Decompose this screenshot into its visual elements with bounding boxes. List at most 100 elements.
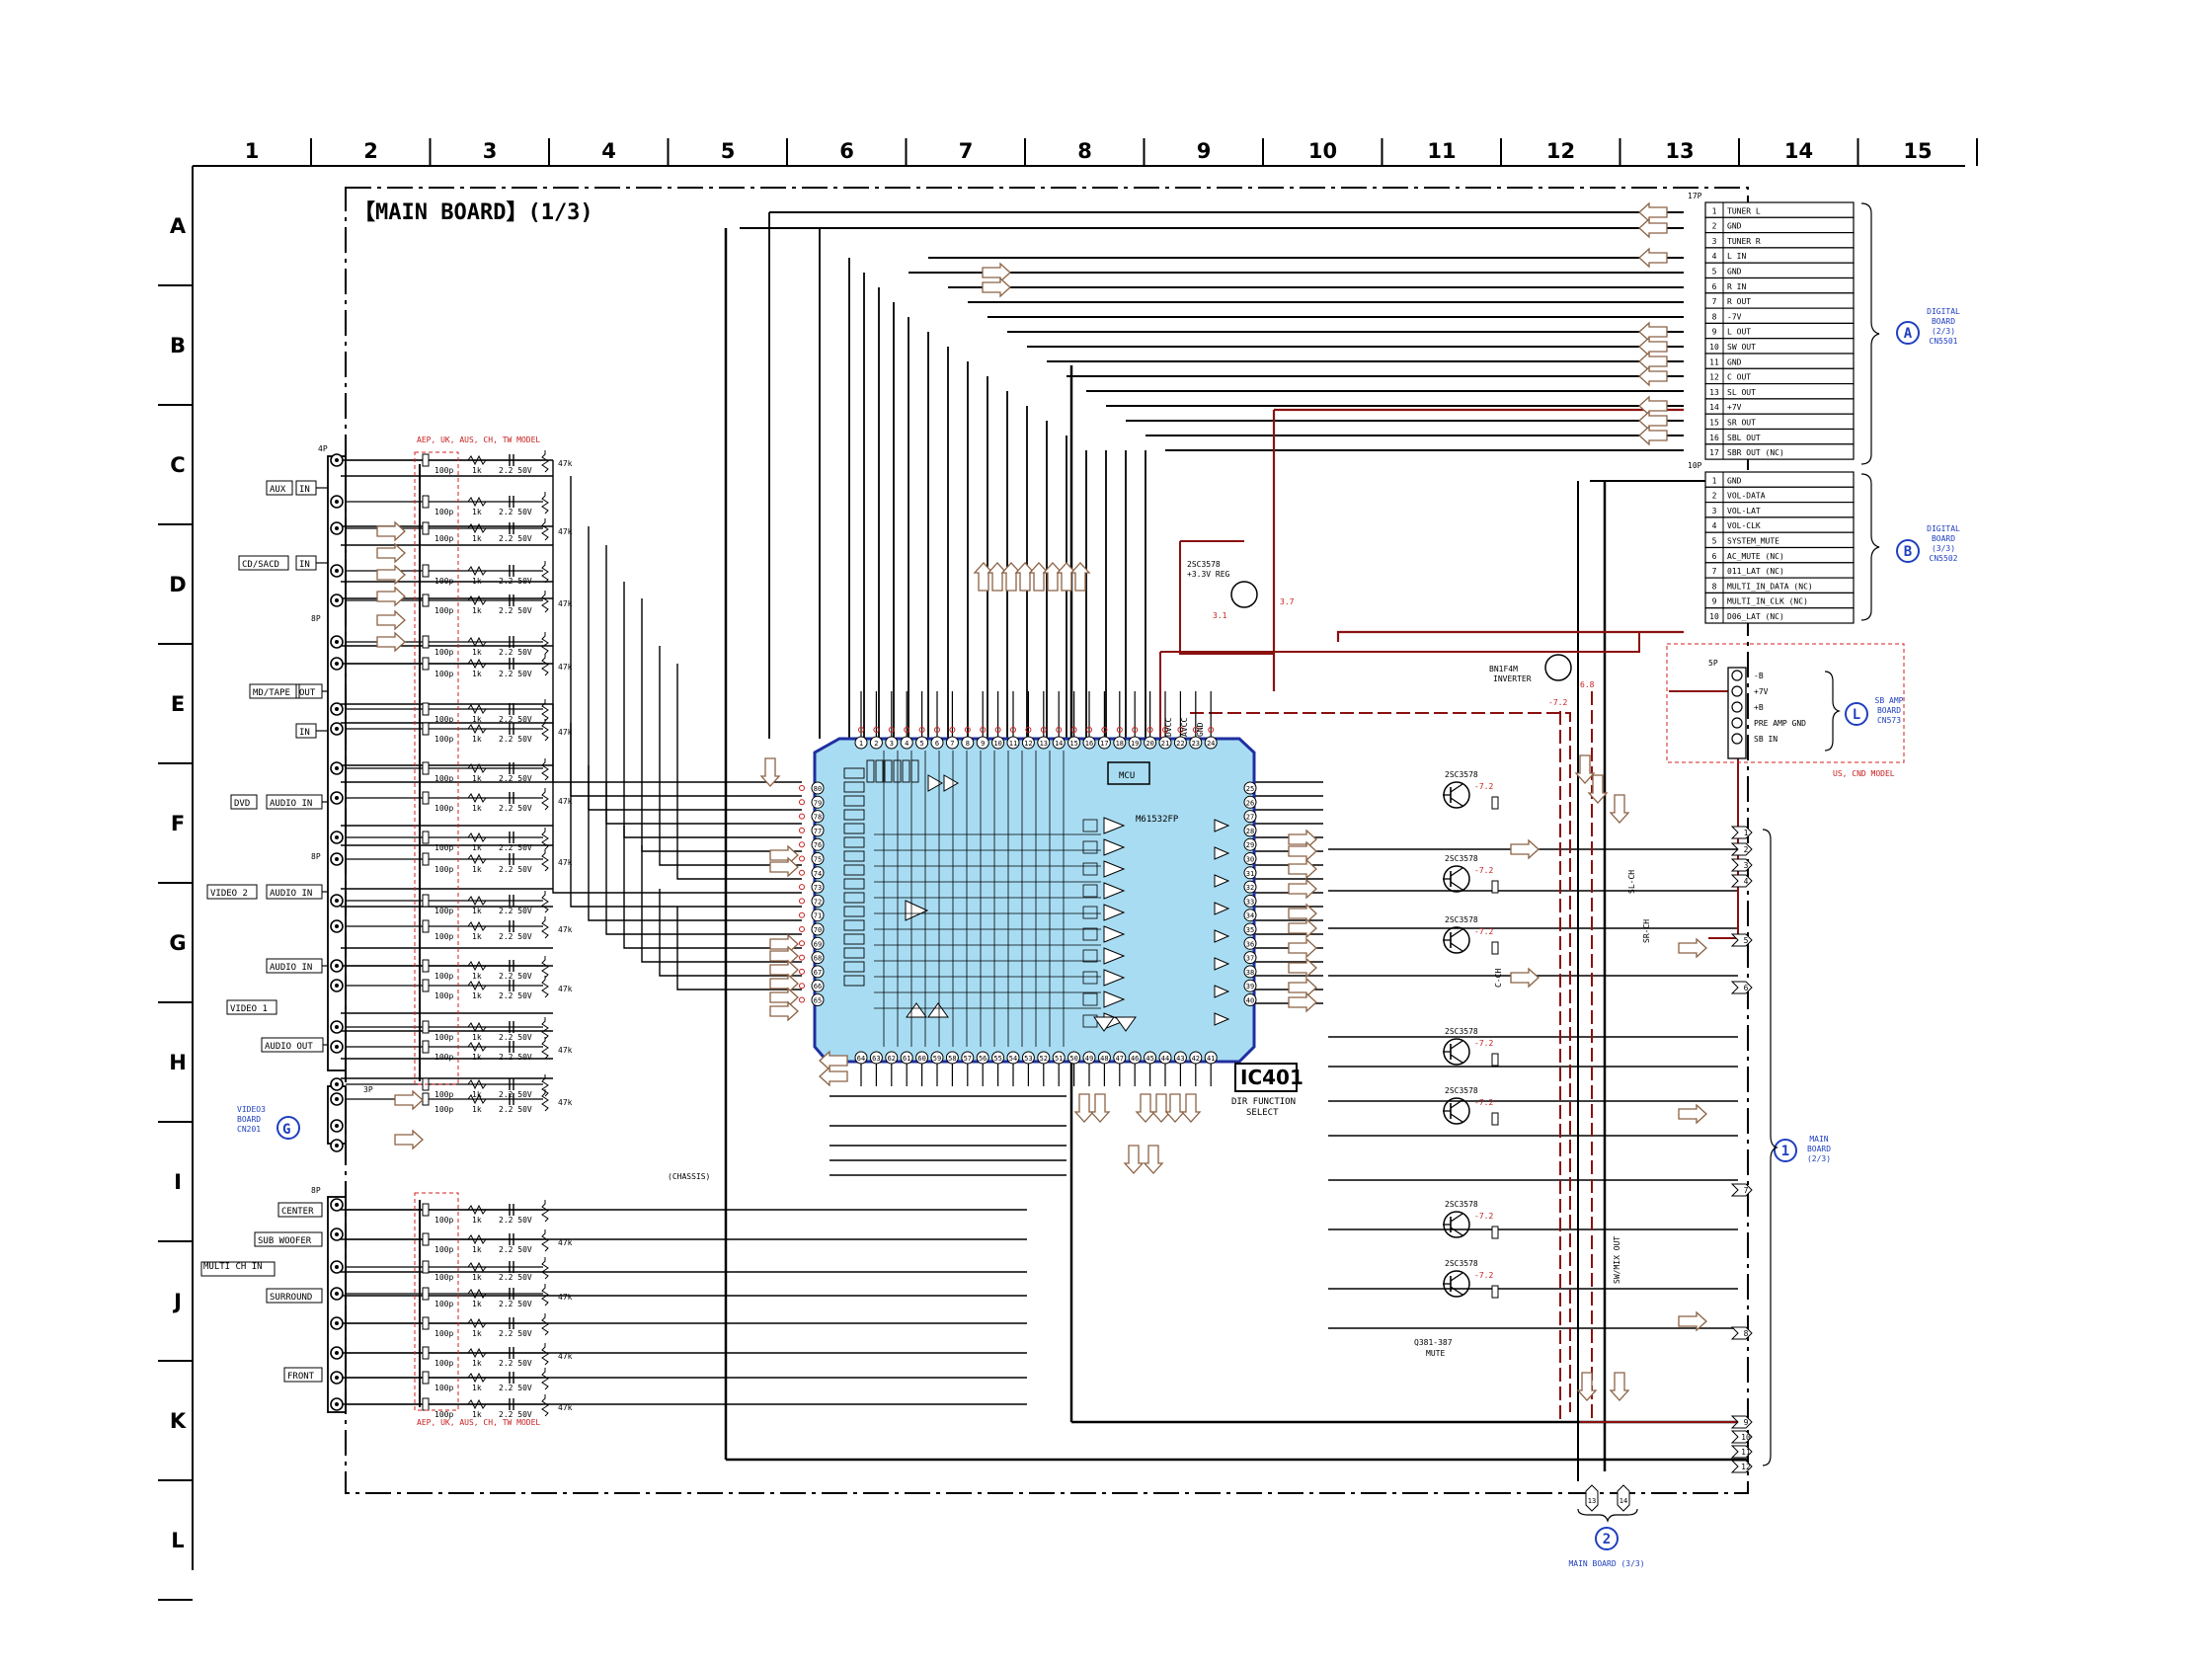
resistor-1k <box>467 1021 487 1033</box>
resistor-1k <box>467 1372 487 1384</box>
svg-text:30: 30 <box>1246 856 1254 864</box>
svg-text:1k: 1k <box>472 907 482 915</box>
resistor-1k <box>467 1078 487 1090</box>
svg-text:100p: 100p <box>434 1273 453 1282</box>
svg-text:43: 43 <box>1176 1055 1184 1063</box>
board-b-text-2: BOARD <box>1932 534 1955 543</box>
svg-text:1k: 1k <box>472 606 482 615</box>
ic-buffer <box>1214 846 1230 860</box>
svg-text:8: 8 <box>1744 1329 1749 1338</box>
input-label-5: DVD <box>234 799 250 809</box>
resistor-47k <box>541 518 549 541</box>
bus-tag-2 <box>1730 842 1753 856</box>
col-label-3: 3 <box>483 139 498 163</box>
signal-arrow <box>1638 247 1668 269</box>
ic-part-number: M61532FP <box>1136 815 1179 825</box>
cn502-pin-label-2: VOL-DATA <box>1727 492 1766 501</box>
svg-text:23: 23 <box>1192 740 1200 748</box>
svg-text:-7.2: -7.2 <box>1474 866 1493 875</box>
svg-text:8: 8 <box>1712 312 1717 321</box>
ic-switch <box>843 850 865 862</box>
svg-text:100p: 100p <box>434 774 453 783</box>
board-2-text: MAIN BOARD (3/3) <box>1568 1559 1644 1568</box>
resistor-1k <box>467 1317 487 1329</box>
signal-arrow <box>1609 794 1630 824</box>
resistor-47k <box>541 450 549 473</box>
vertical-bus-label-1: SL-CH <box>1627 870 1636 894</box>
svg-text:1k: 1k <box>472 1329 482 1338</box>
cn573-model-note: US, CND MODEL <box>1833 769 1895 778</box>
svg-text:1k: 1k <box>472 1245 482 1254</box>
col-label-10: 10 <box>1308 139 1337 163</box>
svg-text:2.2 50V: 2.2 50V <box>499 735 532 744</box>
signal-arrow <box>1638 321 1668 343</box>
signal-arrow <box>1678 1103 1707 1125</box>
cn501-pin-17 <box>1704 443 1855 460</box>
bus-tag-1 <box>1730 826 1753 839</box>
signal-arrow <box>1609 1372 1630 1401</box>
ic-pin-37 <box>1243 951 1257 965</box>
resistor-1k <box>467 496 487 508</box>
svg-text:10: 10 <box>1741 1433 1751 1442</box>
svg-text:100p: 100p <box>434 865 453 874</box>
ic-buffer <box>1214 874 1230 888</box>
capacitor-100p <box>422 1397 430 1411</box>
svg-text:39: 39 <box>1246 983 1254 990</box>
capacitor-100p <box>422 894 430 908</box>
col-label-12: 12 <box>1546 139 1575 163</box>
ic-pin-70 <box>811 922 825 936</box>
svg-text:63: 63 <box>872 1055 880 1063</box>
svg-text:8: 8 <box>966 740 970 748</box>
svg-text:2.2 50V: 2.2 50V <box>499 466 532 475</box>
input-tag-7: AUDIO IN <box>270 963 312 973</box>
row-label-A: A <box>170 214 187 238</box>
svg-text:100p: 100p <box>434 1384 453 1392</box>
svg-text:2.2 50V: 2.2 50V <box>499 1216 532 1225</box>
svg-text:2.2 50V: 2.2 50V <box>499 804 532 813</box>
resistor-47k <box>541 828 549 850</box>
capacitor-100p <box>422 453 430 467</box>
resistor-1k <box>467 832 487 843</box>
board-b-text-4: CN5502 <box>1930 554 1958 563</box>
svg-text:1: 1 <box>1712 206 1717 215</box>
signal-arrow <box>376 564 406 586</box>
connector-head-5: 8P <box>311 1186 321 1195</box>
resistor-1k <box>467 1347 487 1359</box>
cn502-pin-label-10: D06_LAT (NC) <box>1727 612 1784 621</box>
row-label-F: F <box>171 812 185 835</box>
svg-text:75: 75 <box>814 856 822 864</box>
resistor-47k <box>541 591 549 613</box>
ic-top-label-2: AVCC <box>1180 718 1189 737</box>
svg-text:47k: 47k <box>558 797 573 806</box>
resistor-1k <box>467 658 487 670</box>
svg-text:4: 4 <box>1744 877 1749 886</box>
resistor-1k <box>467 980 487 991</box>
resistor-47k <box>541 1074 549 1097</box>
signal-arrow <box>376 609 406 631</box>
board-badge-l <box>1845 702 1868 726</box>
svg-text:11: 11 <box>1709 357 1719 366</box>
svg-text:45: 45 <box>1146 1055 1153 1063</box>
capacitor-100p <box>422 979 430 992</box>
capacitor-100p <box>422 1316 430 1330</box>
input-tag-1: IN <box>299 485 310 495</box>
svg-text:1k: 1k <box>472 972 482 981</box>
multi-ch-item-4: FRONT <box>287 1372 315 1382</box>
svg-text:15: 15 <box>1709 419 1719 428</box>
signal-arrow <box>1164 1093 1186 1123</box>
svg-text:47k: 47k <box>558 925 573 934</box>
resistor-1k <box>467 762 487 774</box>
capacitor-100p <box>422 564 430 578</box>
resistor-1k <box>467 454 487 466</box>
svg-text:4: 4 <box>1712 252 1717 261</box>
svg-text:2SC3578: 2SC3578 <box>1445 1259 1478 1268</box>
bus-tag-10 <box>1730 1430 1753 1444</box>
board-references: ADIGITALBOARD(2/3)CN5501BDIGITALBOARD(3/… <box>1568 307 1960 1568</box>
ic-pin-27 <box>1243 810 1257 824</box>
signal-arrow <box>819 1050 848 1071</box>
svg-text:1k: 1k <box>472 1216 482 1225</box>
